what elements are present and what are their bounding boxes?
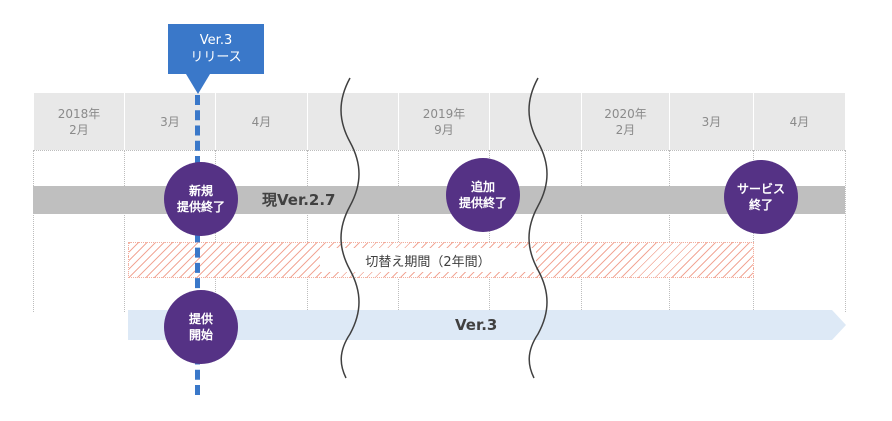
timeline-header-2019-sep: 2019年 9月 [398, 93, 489, 150]
release-flag-version: Ver.3 [199, 33, 233, 48]
header-year: 2020年 [604, 106, 647, 121]
new-version-arrow-tip [832, 310, 846, 340]
milestone-text: 提供 [188, 312, 213, 326]
milestone-text: 追加 [470, 180, 495, 194]
milestone-text: 提供終了 [176, 200, 225, 214]
grid-line [581, 150, 582, 312]
new-version-bar [128, 310, 832, 340]
current-version-label: 現Ver.2.7 [262, 191, 336, 209]
new-version-label: Ver.3 [455, 316, 498, 334]
milestone-text: 開始 [188, 328, 213, 342]
milestone-text: 終了 [748, 198, 773, 212]
release-flag-pointer [186, 74, 210, 94]
header-month: 2月 [69, 122, 89, 137]
release-date-line [195, 95, 200, 395]
header-month: 4月 [251, 114, 272, 129]
timeline-header-blank-1 [307, 93, 398, 150]
timeline-header-2020-feb: 2020年 2月 [581, 93, 669, 150]
transition-period-label: 切替え期間（2年間） [320, 248, 536, 272]
timeline-header-blank-2 [489, 93, 581, 150]
grid-line [124, 150, 125, 312]
grid-line [845, 150, 846, 312]
timeline-header-apr: 4月 [215, 93, 307, 150]
timeline-header-2018-feb: 2018年 2月 [33, 93, 124, 150]
grid-line [669, 150, 670, 312]
milestone-add-end: 追加 提供終了 [446, 158, 520, 232]
milestone-service-end: サービス 終了 [724, 160, 798, 234]
header-year: 2019年 [422, 106, 466, 121]
header-month: 3月 [701, 114, 722, 129]
header-month: 2月 [615, 122, 636, 137]
break-mark-left [340, 77, 360, 379]
header-month: 9月 [434, 122, 454, 137]
release-flag-text: リリース [190, 50, 242, 65]
break-mark-right [528, 77, 548, 379]
header-month: 3月 [160, 114, 180, 129]
milestone-text: サービス [736, 182, 785, 196]
timeline-header-2020-apr: 4月 [753, 93, 845, 150]
milestone-start: 提供 開始 [164, 290, 238, 364]
header-month: 4月 [789, 114, 810, 129]
timeline-header-2020-mar: 3月 [669, 93, 753, 150]
grid-line [398, 150, 399, 312]
grid-line [33, 150, 34, 312]
grid-line-top [33, 150, 845, 151]
header-year: 2018年 [57, 106, 101, 121]
milestone-new-end: 新規 提供終了 [164, 162, 238, 236]
milestone-text: 提供終了 [458, 196, 507, 210]
milestone-text: 新規 [188, 184, 213, 198]
grid-line [307, 150, 308, 312]
release-flag: Ver.3 リリース [168, 24, 264, 74]
